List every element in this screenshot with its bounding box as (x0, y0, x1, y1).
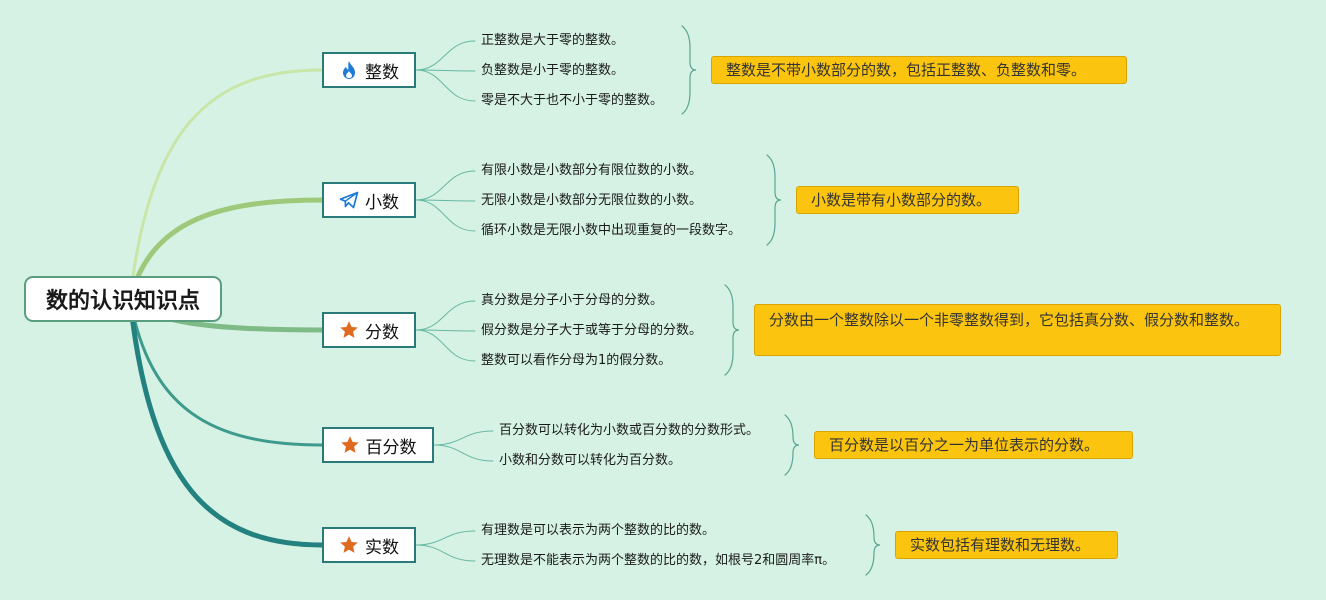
star-icon (339, 535, 359, 555)
branch-node[interactable]: 小数 (322, 182, 416, 218)
summary-brace (784, 414, 800, 476)
leaf-connector (433, 444, 494, 462)
summary-box[interactable]: 实数包括有理数和无理数。 (895, 531, 1118, 559)
summary-brace (766, 154, 782, 246)
main-connector (127, 197, 325, 302)
leaf-text[interactable]: 循环小数是无限小数中出现重复的一段数字。 (481, 223, 742, 238)
summary-box[interactable]: 百分数是以百分之一为单位表示的分数。 (814, 431, 1133, 459)
leaf-text[interactable]: 无理数是不能表示为两个整数的比的数，如根号2和圆周率π。 (481, 553, 836, 568)
leaf-connector (415, 69, 476, 72)
star-icon (340, 435, 360, 455)
leaf-connector (415, 329, 476, 332)
root-label: 数的认识知识点 (45, 289, 200, 314)
summary-box[interactable]: 小数是带有小数部分的数。 (796, 186, 1019, 214)
branch-label: 小数 (365, 192, 399, 213)
summary-box[interactable]: 整数是不带小数部分的数，包括正整数、负整数和零。 (711, 56, 1127, 84)
branch-label: 实数 (365, 537, 399, 558)
branch-label: 百分数 (365, 437, 417, 458)
star-icon (339, 320, 359, 340)
leaf-connector (433, 430, 494, 446)
leaf-text[interactable]: 零是不大于也不小于零的整数。 (481, 93, 664, 108)
leaf-connector (415, 69, 476, 102)
leaf-connector (415, 544, 476, 562)
fire-icon (339, 60, 359, 80)
branch-node[interactable]: 分数 (322, 312, 416, 348)
root-node[interactable]: 数的认识知识点 (24, 276, 222, 322)
leaf-connector (415, 300, 476, 331)
leaf-text[interactable]: 有限小数是小数部分有限位数的小数。 (481, 163, 703, 178)
leaf-text[interactable]: 负整数是小于零的整数。 (481, 63, 625, 78)
leaf-connector (415, 199, 476, 202)
leaf-connector (415, 199, 476, 232)
leaf-text[interactable]: 有理数是可以表示为两个整数的比的数。 (481, 523, 716, 538)
paper-plane-icon (339, 190, 359, 210)
branch-label: 整数 (365, 62, 399, 83)
branch-label: 分数 (365, 322, 399, 343)
leaf-connector (415, 40, 476, 71)
leaf-text[interactable]: 无限小数是小数部分无限位数的小数。 (481, 193, 703, 208)
leaf-text[interactable]: 整数可以看作分母为1的假分数。 (481, 353, 672, 368)
branch-node[interactable]: 百分数 (322, 427, 434, 463)
main-connector (127, 296, 325, 548)
branch-node[interactable]: 整数 (322, 52, 416, 88)
leaf-text[interactable]: 小数和分数可以转化为百分数。 (499, 453, 682, 468)
main-connector (128, 68, 324, 301)
leaf-connector (415, 170, 476, 201)
leaf-text[interactable]: 百分数可以转化为小数或百分数的分数形式。 (499, 423, 760, 438)
summary-box[interactable]: 分数由一个整数除以一个非零整数得到，它包括真分数、假分数和整数。 (754, 304, 1281, 356)
leaf-connector (415, 530, 476, 546)
summary-brace (681, 25, 697, 115)
summary-brace (865, 514, 881, 576)
main-connector (128, 297, 324, 447)
summary-brace (724, 284, 740, 376)
leaf-text[interactable]: 真分数是分子小于分母的分数。 (481, 293, 664, 308)
leaf-connector (415, 329, 476, 362)
leaf-text[interactable]: 正整数是大于零的整数。 (481, 33, 625, 48)
leaf-text[interactable]: 假分数是分子大于或等于分母的分数。 (481, 323, 703, 338)
branch-node[interactable]: 实数 (322, 527, 416, 563)
